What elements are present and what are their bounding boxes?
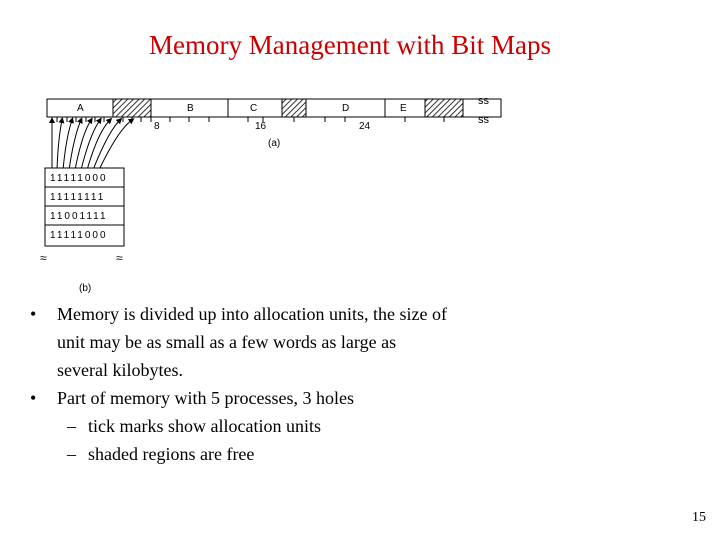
unit-marker-16: 16 — [255, 121, 267, 132]
pointer-arrows — [49, 117, 135, 171]
break-mark-top: ss — [478, 95, 490, 107]
sub-bullet-text: tick marks show allocation units — [88, 416, 321, 436]
bitmap-row: 11111000 — [50, 173, 108, 184]
hole-2 — [281, 98, 307, 118]
segment-label-c: C — [250, 103, 257, 114]
unit-marker-8: 8 — [154, 121, 160, 132]
slide-title: Memory Management with Bit Maps — [149, 30, 551, 60]
bitmap-table: 11111000 11111111 11001111 11111000 ≈ ≈ — [40, 167, 125, 265]
hole-3 — [424, 98, 464, 118]
sub-bullet-dash: – — [67, 416, 76, 436]
bullet-item: • Part of memory with 5 processes, 3 hol… — [30, 384, 450, 412]
bullet-text: Part of memory with 5 processes, 3 holes — [57, 388, 354, 408]
sub-bullet-dash: – — [67, 444, 76, 464]
continuation-mark-left: ≈ — [40, 251, 47, 265]
caption-b: (b) — [79, 283, 91, 294]
bullet-text: Memory is divided up into allocation uni… — [57, 304, 447, 380]
page-number: 15 — [692, 510, 706, 525]
break-mark-bottom: ss — [478, 114, 490, 126]
hole-1 — [112, 98, 152, 118]
unit-marker-24: 24 — [359, 121, 371, 132]
bullet-dot: • — [30, 304, 37, 324]
sub-bullet-item: – shaded regions are free — [30, 440, 450, 468]
memory-strip: ss ss — [46, 95, 502, 126]
bullet-item: • Memory is divided up into allocation u… — [30, 300, 450, 384]
bullet-list: • Memory is divided up into allocation u… — [30, 300, 450, 468]
segment-label-b: B — [187, 103, 194, 114]
bitmap-row: 11111000 — [50, 230, 108, 241]
sub-bullet-item: – tick marks show allocation units — [30, 412, 450, 440]
segment-label-a: A — [77, 103, 84, 114]
segment-label-d: D — [342, 103, 349, 114]
sub-bullet-text: shaded regions are free — [88, 444, 255, 464]
bitmap-row: 11111111 — [50, 192, 105, 203]
bitmap-figure: ss ss A B C D E 8 16 24 (a) 11111000 111… — [40, 95, 502, 294]
bitmap-row: 11001111 — [50, 211, 108, 222]
bullet-dot: • — [30, 388, 37, 408]
continuation-mark-right: ≈ — [116, 251, 123, 265]
segment-label-e: E — [400, 103, 407, 114]
caption-a: (a) — [268, 138, 280, 149]
